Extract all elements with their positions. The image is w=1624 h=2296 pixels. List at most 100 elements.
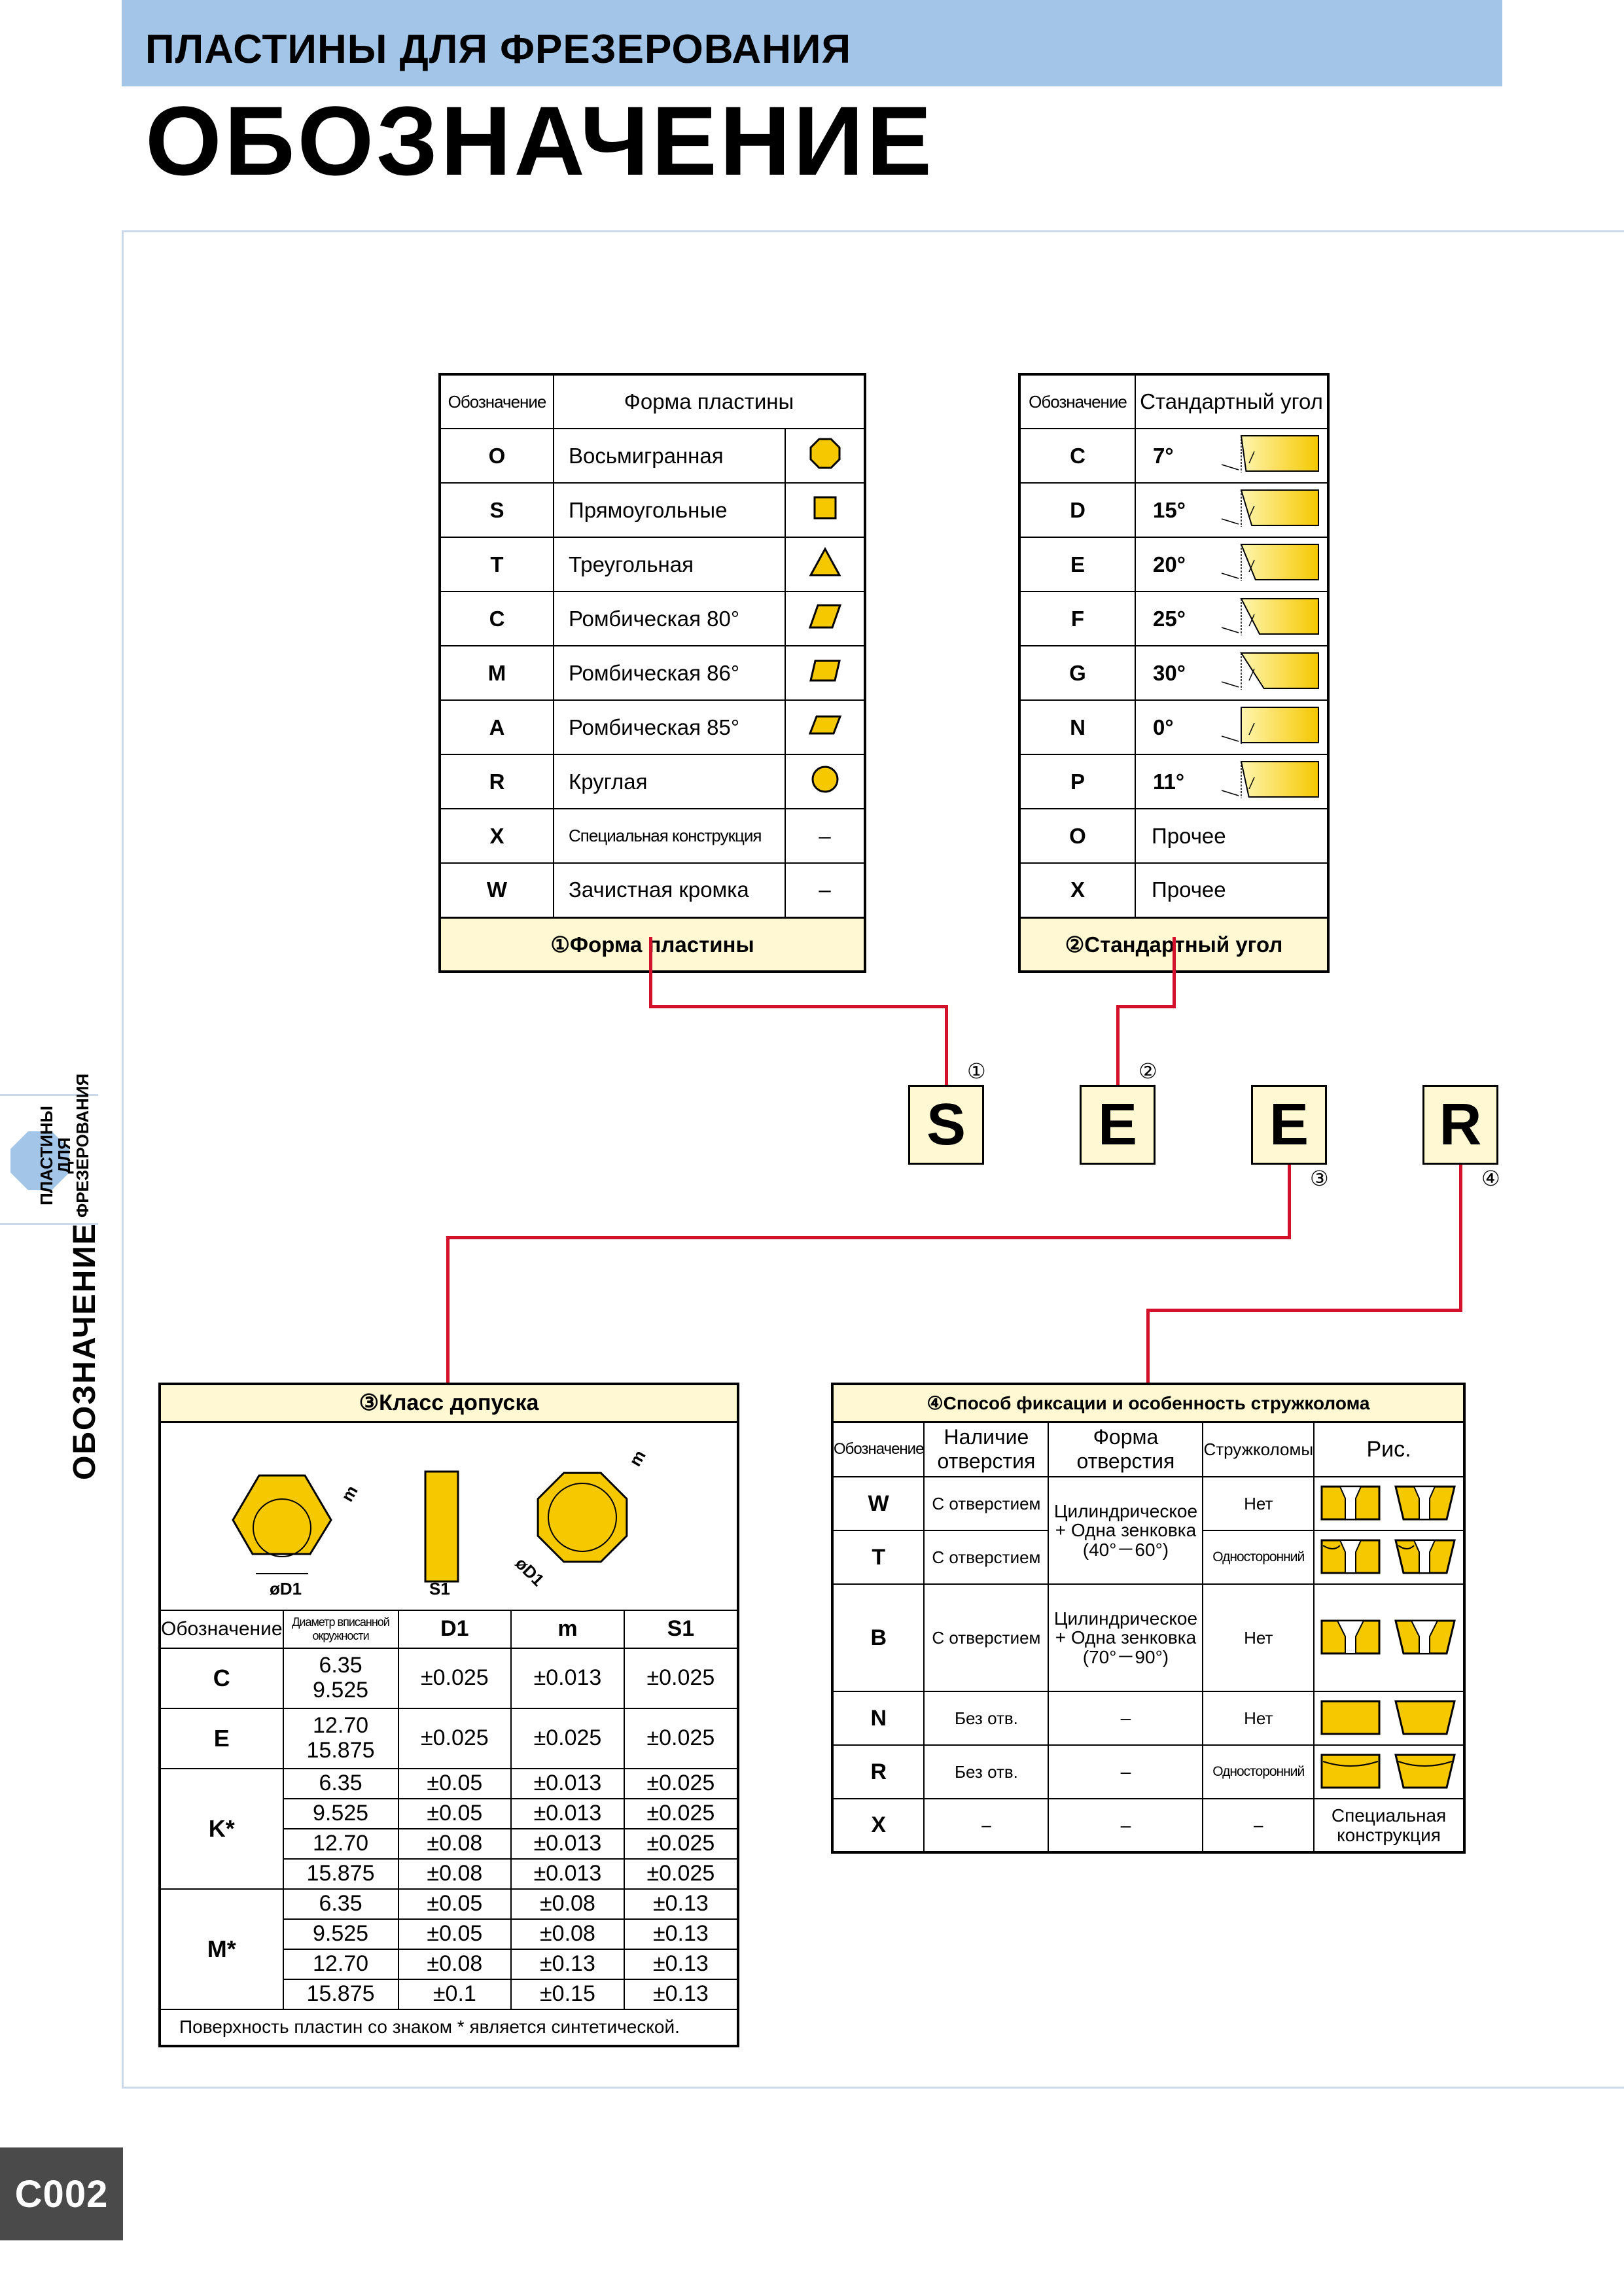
diameter-value: 9.525 bbox=[282, 1797, 399, 1829]
shape-code: S bbox=[439, 482, 554, 538]
connector-line bbox=[649, 1005, 947, 1008]
side-vertical-title: ОБОЗНАЧЕНИЕ bbox=[67, 1222, 102, 1480]
tolerance-row: 12.70±0.08±0.013±0.025 bbox=[160, 1828, 739, 1860]
angle-value: 7° bbox=[1135, 428, 1209, 484]
tolerance-caption: ③Класс допуска bbox=[158, 1383, 739, 1423]
tolerance-code: E bbox=[159, 1707, 284, 1769]
s1-value: ±0.025 bbox=[623, 1767, 739, 1799]
angle-col-name: Стандартный угол bbox=[1135, 374, 1329, 429]
fixation-caption: ④Способ фиксации и особенность стружколо… bbox=[831, 1383, 1466, 1423]
chip-breaker: Нет bbox=[1202, 1691, 1315, 1746]
connector-line bbox=[1288, 1165, 1291, 1239]
angle-value: 25° bbox=[1135, 591, 1209, 646]
header-subtitle: ПЛАСТИНЫ ДЛЯ ФРЕЗЕРОВАНИЯ bbox=[145, 27, 852, 72]
m-value: ±0.15 bbox=[510, 1978, 625, 2010]
hole-presence: Без отв. bbox=[923, 1691, 1050, 1746]
d1-value: ±0.08 bbox=[397, 1828, 512, 1860]
shape-name: Зачистная кромка bbox=[553, 862, 786, 918]
m-value: ±0.13 bbox=[510, 1948, 625, 1980]
shape-name: Специальная конструкция bbox=[553, 808, 786, 864]
s1-value: ±0.025 bbox=[623, 1858, 739, 1890]
m-label-2: m bbox=[625, 1446, 650, 1469]
fixation-table: ④Способ фиксации и особенность стружколо… bbox=[831, 1383, 1466, 1854]
hole-presence: С отверстием bbox=[923, 1583, 1050, 1692]
tolerance-code: M* bbox=[159, 1888, 284, 2010]
connector-line bbox=[1459, 1165, 1462, 1312]
rhombus-80-icon bbox=[785, 591, 866, 646]
code-num-3: ③ bbox=[1310, 1167, 1329, 1190]
shape-col-name: Форма пластины bbox=[553, 374, 866, 429]
s1-value: ±0.13 bbox=[623, 1918, 739, 1950]
fixation-picture: Специальная конструкция bbox=[1313, 1798, 1465, 1853]
shape-name: Ромбическая 85° bbox=[553, 699, 786, 755]
angle-value: 11° bbox=[1135, 754, 1209, 809]
fixation-row: X–––Специальная конструкция bbox=[831, 1798, 1465, 1853]
m-label-1: m bbox=[337, 1481, 362, 1504]
hole-presence: С отверстием bbox=[923, 1530, 1050, 1585]
d1-value: ±0.08 bbox=[397, 1858, 512, 1890]
connector-line bbox=[1116, 1005, 1176, 1008]
chip-breaker: Односторонний bbox=[1202, 1744, 1315, 1799]
side-tab-label: ПЛАСТИНЫ ДЛЯ ФРЕЗЕРОВАНИЯ bbox=[37, 1073, 92, 1218]
diameter-value: 15.875 bbox=[282, 1858, 399, 1890]
angle-code: D bbox=[1019, 482, 1136, 538]
angle-code: P bbox=[1019, 754, 1136, 809]
s1-value: ±0.13 bbox=[623, 1978, 739, 2010]
chip-breaker: – bbox=[1202, 1798, 1315, 1853]
side-tab[interactable]: ПЛАСТИНЫ ДЛЯ ФРЕЗЕРОВАНИЯ bbox=[0, 1073, 98, 1225]
m-value: ±0.08 bbox=[510, 1918, 625, 1950]
square-insert-icon bbox=[537, 1472, 628, 1563]
tolerance-row: 9.525±0.05±0.08±0.13 bbox=[160, 1918, 739, 1950]
fix-col-breaker: Стружколомы bbox=[1202, 1421, 1315, 1477]
s1-value: ±0.025 bbox=[623, 1797, 739, 1829]
code-box-1: S bbox=[908, 1085, 984, 1165]
connector-line bbox=[649, 937, 652, 1008]
connector-line bbox=[1146, 1309, 1462, 1312]
diameter-value: 6.35 bbox=[282, 1888, 399, 1920]
angle-value: 30° bbox=[1135, 645, 1209, 701]
clearance-angle-icon bbox=[1208, 754, 1330, 809]
angle-value: 15° bbox=[1135, 482, 1209, 538]
square-icon bbox=[785, 482, 866, 538]
chip-breaker: Нет bbox=[1202, 1583, 1315, 1692]
chip-breaker: Нет bbox=[1202, 1476, 1315, 1531]
code-num-4: ④ bbox=[1481, 1167, 1500, 1190]
tolerance-code: K* bbox=[159, 1767, 284, 1890]
fixation-picture bbox=[1313, 1744, 1465, 1799]
connector-line bbox=[945, 1005, 948, 1085]
triangle-insert-icon bbox=[232, 1474, 332, 1555]
d1-value: ±0.025 bbox=[397, 1707, 512, 1769]
angle-code: C bbox=[1019, 428, 1136, 484]
tol-col-s1: S1 bbox=[623, 1609, 739, 1649]
shape-code: M bbox=[439, 645, 554, 701]
tolerance-row: M*6.35±0.05±0.08±0.13 bbox=[159, 1888, 739, 2010]
tolerance-row: 15.875±0.1±0.15±0.13 bbox=[160, 1978, 739, 2010]
fixation-picture bbox=[1313, 1691, 1465, 1746]
m-value: ±0.013 bbox=[510, 1858, 625, 1890]
clearance-angle-icon bbox=[1208, 482, 1330, 538]
hole-presence: – bbox=[923, 1798, 1050, 1853]
shape-code: R bbox=[439, 754, 554, 809]
code-box-4: R bbox=[1422, 1085, 1498, 1165]
page-title: ОБОЗНАЧЕНИЕ bbox=[145, 86, 934, 196]
fixation-code: X bbox=[831, 1798, 925, 1853]
d1-value: ±0.05 bbox=[397, 1888, 512, 1920]
shape-name: Восьмигранная bbox=[553, 428, 786, 484]
